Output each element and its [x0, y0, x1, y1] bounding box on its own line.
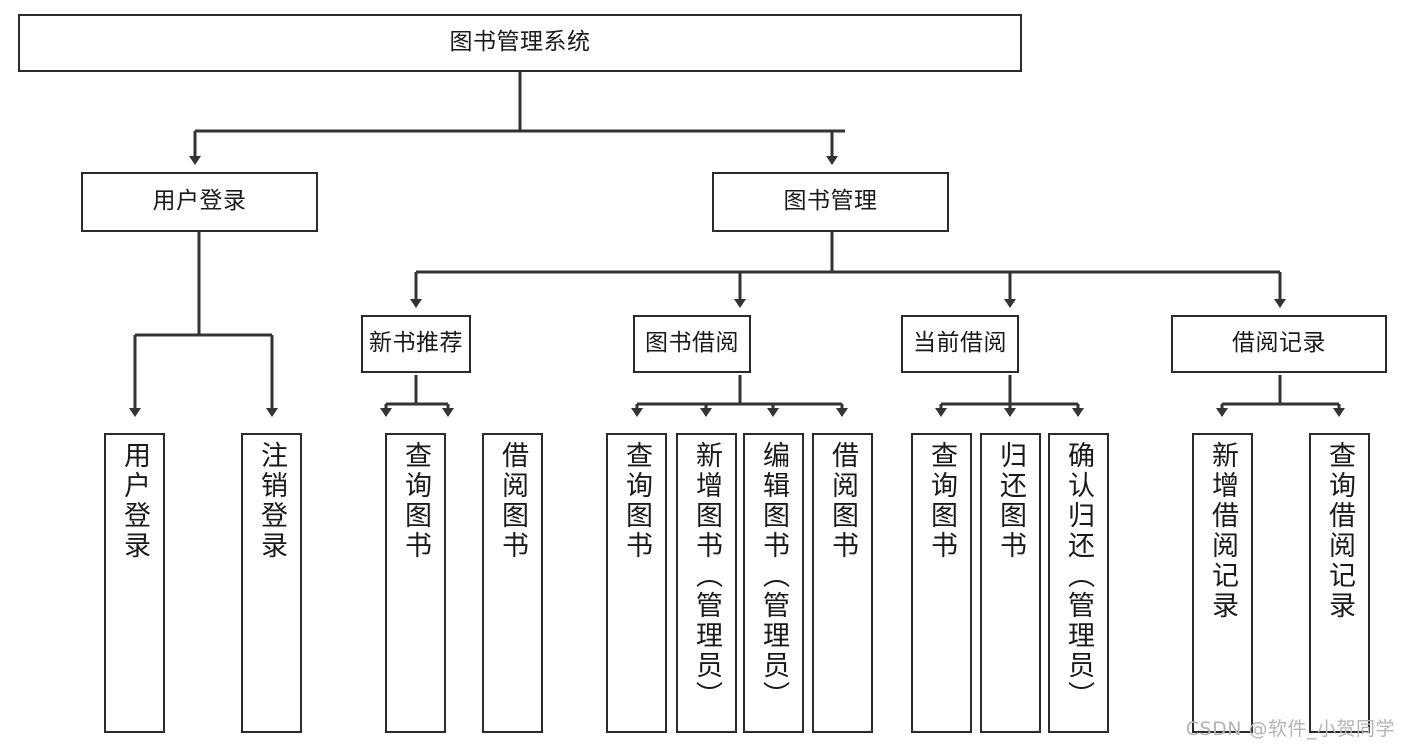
node-user-login[interactable]: 用户登录 — [81, 172, 318, 232]
leaf-borrow-add-book[interactable]: 新增图书（管理员） — [676, 433, 737, 733]
leaf-new-book-borrow[interactable]: 借阅图书 — [482, 433, 543, 733]
node-root-label: 图书管理系统 — [449, 29, 591, 56]
node-book-management-label: 图书管理 — [783, 188, 878, 215]
leaf-current-return-book-label: 归还图书 — [995, 441, 1026, 561]
leaf-new-book-borrow-label: 借阅图书 — [497, 441, 528, 561]
leaf-borrow-borrow-book-label: 借阅图书 — [827, 441, 858, 561]
node-user-login-label: 用户登录 — [152, 188, 247, 215]
leaf-current-confirm-return[interactable]: 确认归还（管理员） — [1048, 433, 1109, 733]
leaf-user-login-login[interactable]: 用户登录 — [104, 433, 165, 733]
leaf-current-query-book[interactable]: 查询图书 — [911, 433, 972, 733]
leaf-user-login-login-label: 用户登录 — [119, 441, 150, 561]
node-book-management[interactable]: 图书管理 — [712, 172, 949, 232]
leaf-record-add-label: 新增借阅记录 — [1207, 441, 1238, 621]
leaf-borrow-borrow-book[interactable]: 借阅图书 — [812, 433, 873, 733]
leaf-current-query-book-label: 查询图书 — [926, 441, 957, 561]
leaf-borrow-query-book[interactable]: 查询图书 — [606, 433, 667, 733]
leaf-new-book-query-label: 查询图书 — [400, 441, 431, 561]
node-current-borrow[interactable]: 当前借阅 — [901, 315, 1019, 373]
leaf-new-book-query[interactable]: 查询图书 — [385, 433, 446, 733]
leaf-user-login-logout-label: 注销登录 — [256, 441, 287, 561]
node-borrow-record[interactable]: 借阅记录 — [1171, 315, 1387, 373]
node-book-borrow-label: 图书借阅 — [645, 330, 739, 357]
leaf-record-query[interactable]: 查询借阅记录 — [1309, 433, 1370, 733]
leaf-current-return-book[interactable]: 归还图书 — [980, 433, 1041, 733]
node-current-borrow-label: 当前借阅 — [913, 330, 1007, 357]
leaf-borrow-edit-book-label: 编辑图书（管理员） — [758, 441, 789, 711]
watermark-text: CSDN @软件_小贺同学 — [1185, 718, 1395, 740]
leaf-record-add[interactable]: 新增借阅记录 — [1192, 433, 1253, 733]
leaf-user-login-logout[interactable]: 注销登录 — [241, 433, 302, 733]
leaf-borrow-edit-book[interactable]: 编辑图书（管理员） — [743, 433, 804, 733]
node-book-borrow[interactable]: 图书借阅 — [633, 315, 751, 373]
node-root[interactable]: 图书管理系统 — [18, 14, 1022, 72]
node-new-book-recommend[interactable]: 新书推荐 — [361, 315, 471, 373]
leaf-borrow-add-book-label: 新增图书（管理员） — [691, 441, 722, 711]
leaf-current-confirm-return-label: 确认归还（管理员） — [1063, 441, 1094, 711]
leaf-borrow-query-book-label: 查询图书 — [621, 441, 652, 561]
node-new-book-recommend-label: 新书推荐 — [369, 330, 463, 357]
node-borrow-record-label: 借阅记录 — [1232, 330, 1326, 357]
leaf-record-query-label: 查询借阅记录 — [1324, 441, 1355, 621]
